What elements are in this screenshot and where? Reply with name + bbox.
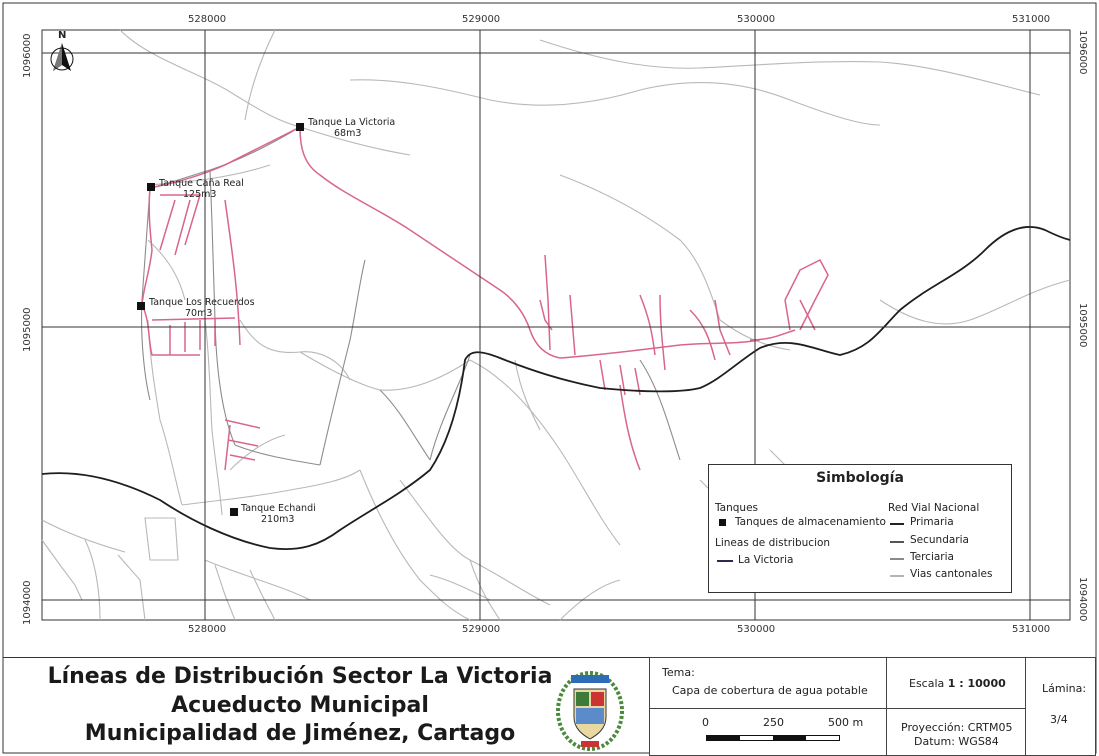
line-symbol-icon bbox=[717, 560, 733, 562]
tank-label: Tanque La Victoria 68m3 bbox=[308, 117, 395, 139]
y-tick-left: 1095000 bbox=[22, 307, 33, 352]
tank-name: Tanque La Victoria bbox=[308, 117, 396, 128]
tank-capacity: 210m3 bbox=[261, 514, 295, 525]
distribution-lines bbox=[141, 126, 829, 471]
tank-symbol-icon bbox=[719, 519, 726, 526]
legend: Simbología Tanques Tanques de almacenami… bbox=[708, 464, 1012, 593]
x-tick-top: 530000 bbox=[737, 14, 776, 25]
legend-title: Simbología bbox=[816, 470, 904, 486]
scalebar-label: 250 bbox=[763, 716, 784, 729]
north-label: N bbox=[58, 30, 67, 41]
map-title: Líneas de Distribución Sector La Victori… bbox=[47, 664, 553, 689]
north-arrow-icon bbox=[50, 43, 74, 71]
primaria-symbol-icon bbox=[890, 523, 904, 525]
legend-lineas-header: Lineas de distribucion bbox=[715, 537, 831, 549]
x-tick-top: 528000 bbox=[188, 14, 227, 25]
y-tick-right: 1094000 bbox=[1077, 577, 1088, 622]
tank-marker bbox=[137, 302, 145, 310]
x-tick-bottom: 528000 bbox=[188, 624, 227, 635]
tank-marker bbox=[147, 183, 155, 191]
legend-red-item: Vias cantonales bbox=[910, 568, 993, 580]
legend-lineas-item: La Victoria bbox=[738, 554, 794, 566]
lamina-cell: Lámina: 3/4 bbox=[1025, 657, 1096, 756]
tank-name: Tanque Echandi bbox=[241, 503, 316, 514]
cantonales-symbol-icon bbox=[890, 575, 904, 577]
grid bbox=[42, 30, 1070, 620]
tank-label: Tanque Caña Real 125m3 bbox=[159, 178, 244, 200]
escala-label: Escala bbox=[909, 677, 945, 690]
legend-tanques-header: Tanques bbox=[715, 502, 759, 514]
y-tick-right: 1095000 bbox=[1077, 303, 1088, 348]
y-tick-left: 1094000 bbox=[22, 580, 33, 625]
terciaria-symbol-icon bbox=[890, 558, 904, 560]
secundaria-symbol-icon bbox=[890, 541, 904, 543]
legend-red-header: Red Vial Nacional bbox=[888, 502, 980, 514]
municipal-emblem-icon bbox=[556, 671, 624, 751]
proyeccion-cell: Proyección: CRTM05 Datum: WGS84 bbox=[886, 708, 1026, 756]
y-tick-left: 1096000 bbox=[22, 33, 33, 78]
datum-text: Datum: WGS84 bbox=[914, 735, 999, 748]
tema-value: Capa de cobertura de agua potable bbox=[672, 684, 868, 697]
y-tick-right: 1096000 bbox=[1077, 30, 1088, 75]
tank-label: Tanque Los Recuerdos 70m3 bbox=[149, 297, 255, 319]
escala-text: Escala 1 : 10000 bbox=[909, 677, 1006, 690]
lamina-label: Lámina: bbox=[1042, 682, 1087, 695]
tank-label: Tanque Echandi 210m3 bbox=[241, 503, 316, 525]
escala-value: 1 : 10000 bbox=[947, 677, 1006, 690]
scalebar bbox=[706, 735, 840, 741]
scalebar-label: 0 bbox=[702, 716, 709, 729]
x-tick-bottom: 530000 bbox=[737, 624, 776, 635]
primary-road bbox=[41, 226, 1071, 550]
x-tick-top: 529000 bbox=[462, 14, 501, 25]
tank-name: Tanque Caña Real bbox=[159, 178, 244, 189]
tank-capacity: 125m3 bbox=[183, 189, 217, 200]
map-subtitle-2: Municipalidad de Jiménez, Cartago bbox=[84, 721, 516, 746]
legend-red-item: Secundaria bbox=[910, 534, 969, 546]
scalebar-label: 500 m bbox=[828, 716, 864, 729]
scalebar-cell: 0 250 500 m bbox=[649, 708, 887, 756]
cantonal-roads bbox=[41, 29, 1071, 621]
tank-marker bbox=[230, 508, 238, 516]
map-subtitle: Acueducto Municipal bbox=[171, 693, 429, 718]
escala-cell: Escala 1 : 10000 bbox=[886, 657, 1026, 709]
x-tick-bottom: 529000 bbox=[462, 624, 501, 635]
proyeccion-text: Proyección: CRTM05 bbox=[901, 721, 1013, 734]
x-tick-top: 531000 bbox=[1012, 14, 1051, 25]
tema-label: Tema: bbox=[662, 666, 695, 679]
tema-cell: Tema: Capa de cobertura de agua potable bbox=[649, 657, 887, 709]
tank-marker bbox=[296, 123, 304, 131]
legend-red-item: Primaria bbox=[910, 516, 954, 528]
titleblock-divider bbox=[3, 657, 1096, 658]
tanks bbox=[137, 123, 304, 516]
tank-capacity: 70m3 bbox=[185, 308, 213, 319]
tank-name: Tanque Los Recuerdos bbox=[149, 297, 255, 308]
legend-tanques-item: Tanques de almacenamiento bbox=[735, 516, 886, 528]
x-tick-bottom: 531000 bbox=[1012, 624, 1051, 635]
legend-red-item: Terciaria bbox=[910, 551, 954, 563]
tank-capacity: 68m3 bbox=[334, 128, 362, 139]
lamina-value: 3/4 bbox=[1050, 713, 1068, 726]
